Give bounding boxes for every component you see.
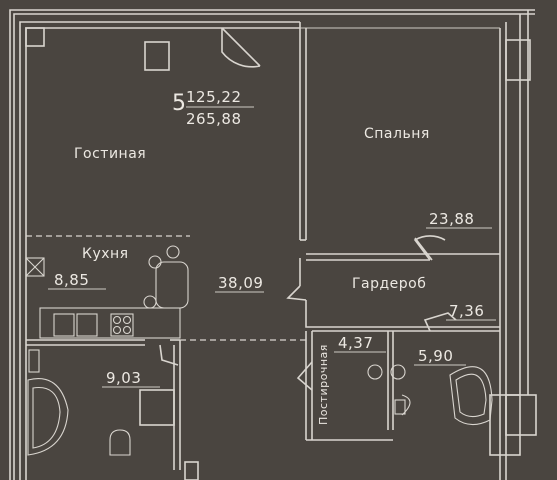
rooms-count: 5	[172, 91, 186, 116]
interior-walls	[26, 28, 500, 480]
wardrobe-area: 7,36	[449, 302, 484, 320]
outer-walls	[9, 9, 537, 480]
bedroom-label: Спальня	[364, 126, 430, 142]
bedroom-area: 23,88	[429, 210, 474, 228]
wardrobe-label: Гардероб	[352, 276, 426, 292]
kitchen-label: Кухня	[82, 246, 129, 262]
hall-area: 38,09	[218, 274, 263, 292]
fixtures	[25, 245, 493, 456]
total-area-value: 265,88	[186, 110, 242, 128]
kitchen-area: 8,85	[54, 271, 89, 289]
laundry-label: Постирочная	[317, 344, 330, 425]
right-bathroom-area: 5,90	[418, 347, 453, 365]
doors	[159, 27, 457, 391]
zone-boundaries	[26, 235, 306, 341]
left-bathroom-area: 9,03	[106, 369, 141, 387]
room-labels: 5 125,22 265,88 Гостиная Спальня 23,88 К…	[48, 88, 496, 425]
laundry-area: 4,37	[338, 334, 373, 352]
living-room-label: Гостиная	[74, 146, 146, 162]
living-area-value: 125,22	[186, 88, 242, 106]
